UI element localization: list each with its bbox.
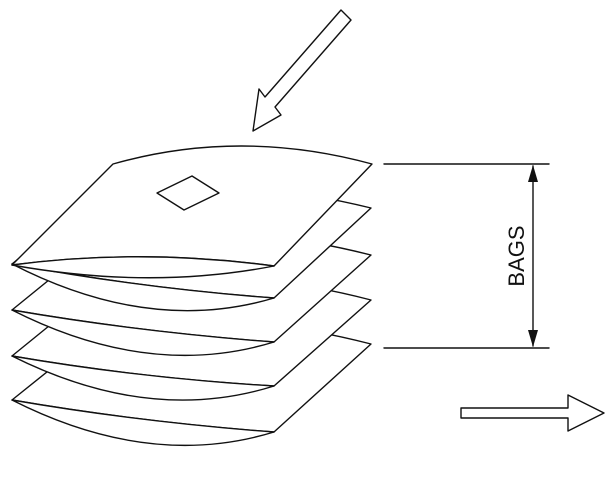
bag-4-side [11, 355, 275, 401]
bags-label: BAGS [504, 225, 529, 286]
bag-2-side [11, 263, 275, 312]
dimension-arrowhead-bottom [528, 330, 538, 347]
bag-1 [11, 145, 373, 279]
bag-1-side [11, 256, 275, 279]
bag-5-side [11, 399, 275, 447]
input-arrow [252, 9, 352, 132]
dimension-arrowhead-top [528, 165, 538, 182]
bag-3-side [11, 309, 275, 357]
bag-1-window [156, 175, 220, 211]
output-arrow [460, 394, 605, 432]
